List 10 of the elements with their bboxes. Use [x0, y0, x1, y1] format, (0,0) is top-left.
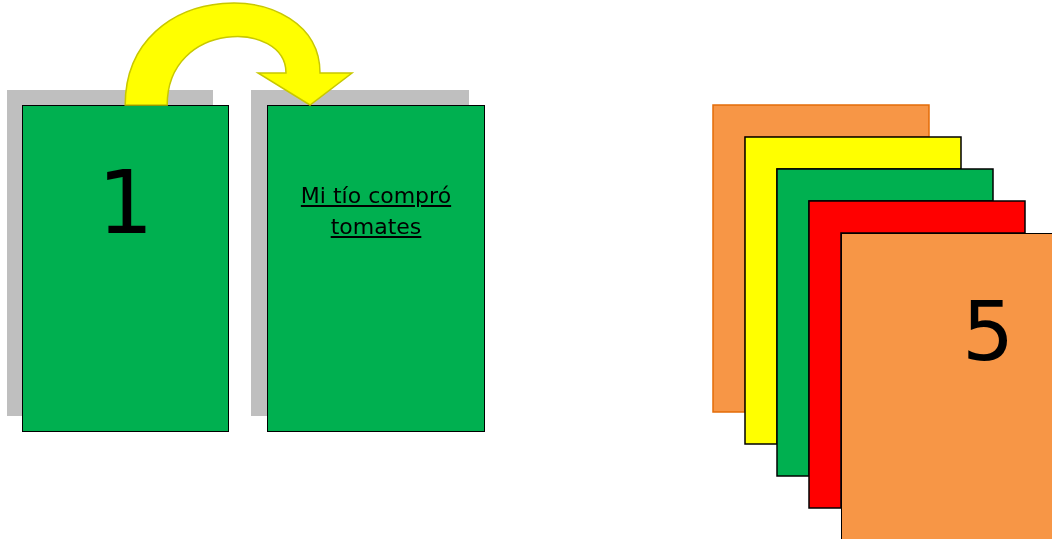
card [808, 200, 1026, 509]
card-number: 5 [962, 284, 1015, 379]
card-number: 1 [96, 151, 155, 254]
card-text: Mi tío compró tomates [299, 182, 453, 241]
card [22, 105, 229, 432]
curved-arrow [124, 2, 353, 106]
card [712, 104, 930, 413]
card [267, 105, 485, 432]
card [744, 136, 962, 445]
card [841, 233, 1052, 539]
